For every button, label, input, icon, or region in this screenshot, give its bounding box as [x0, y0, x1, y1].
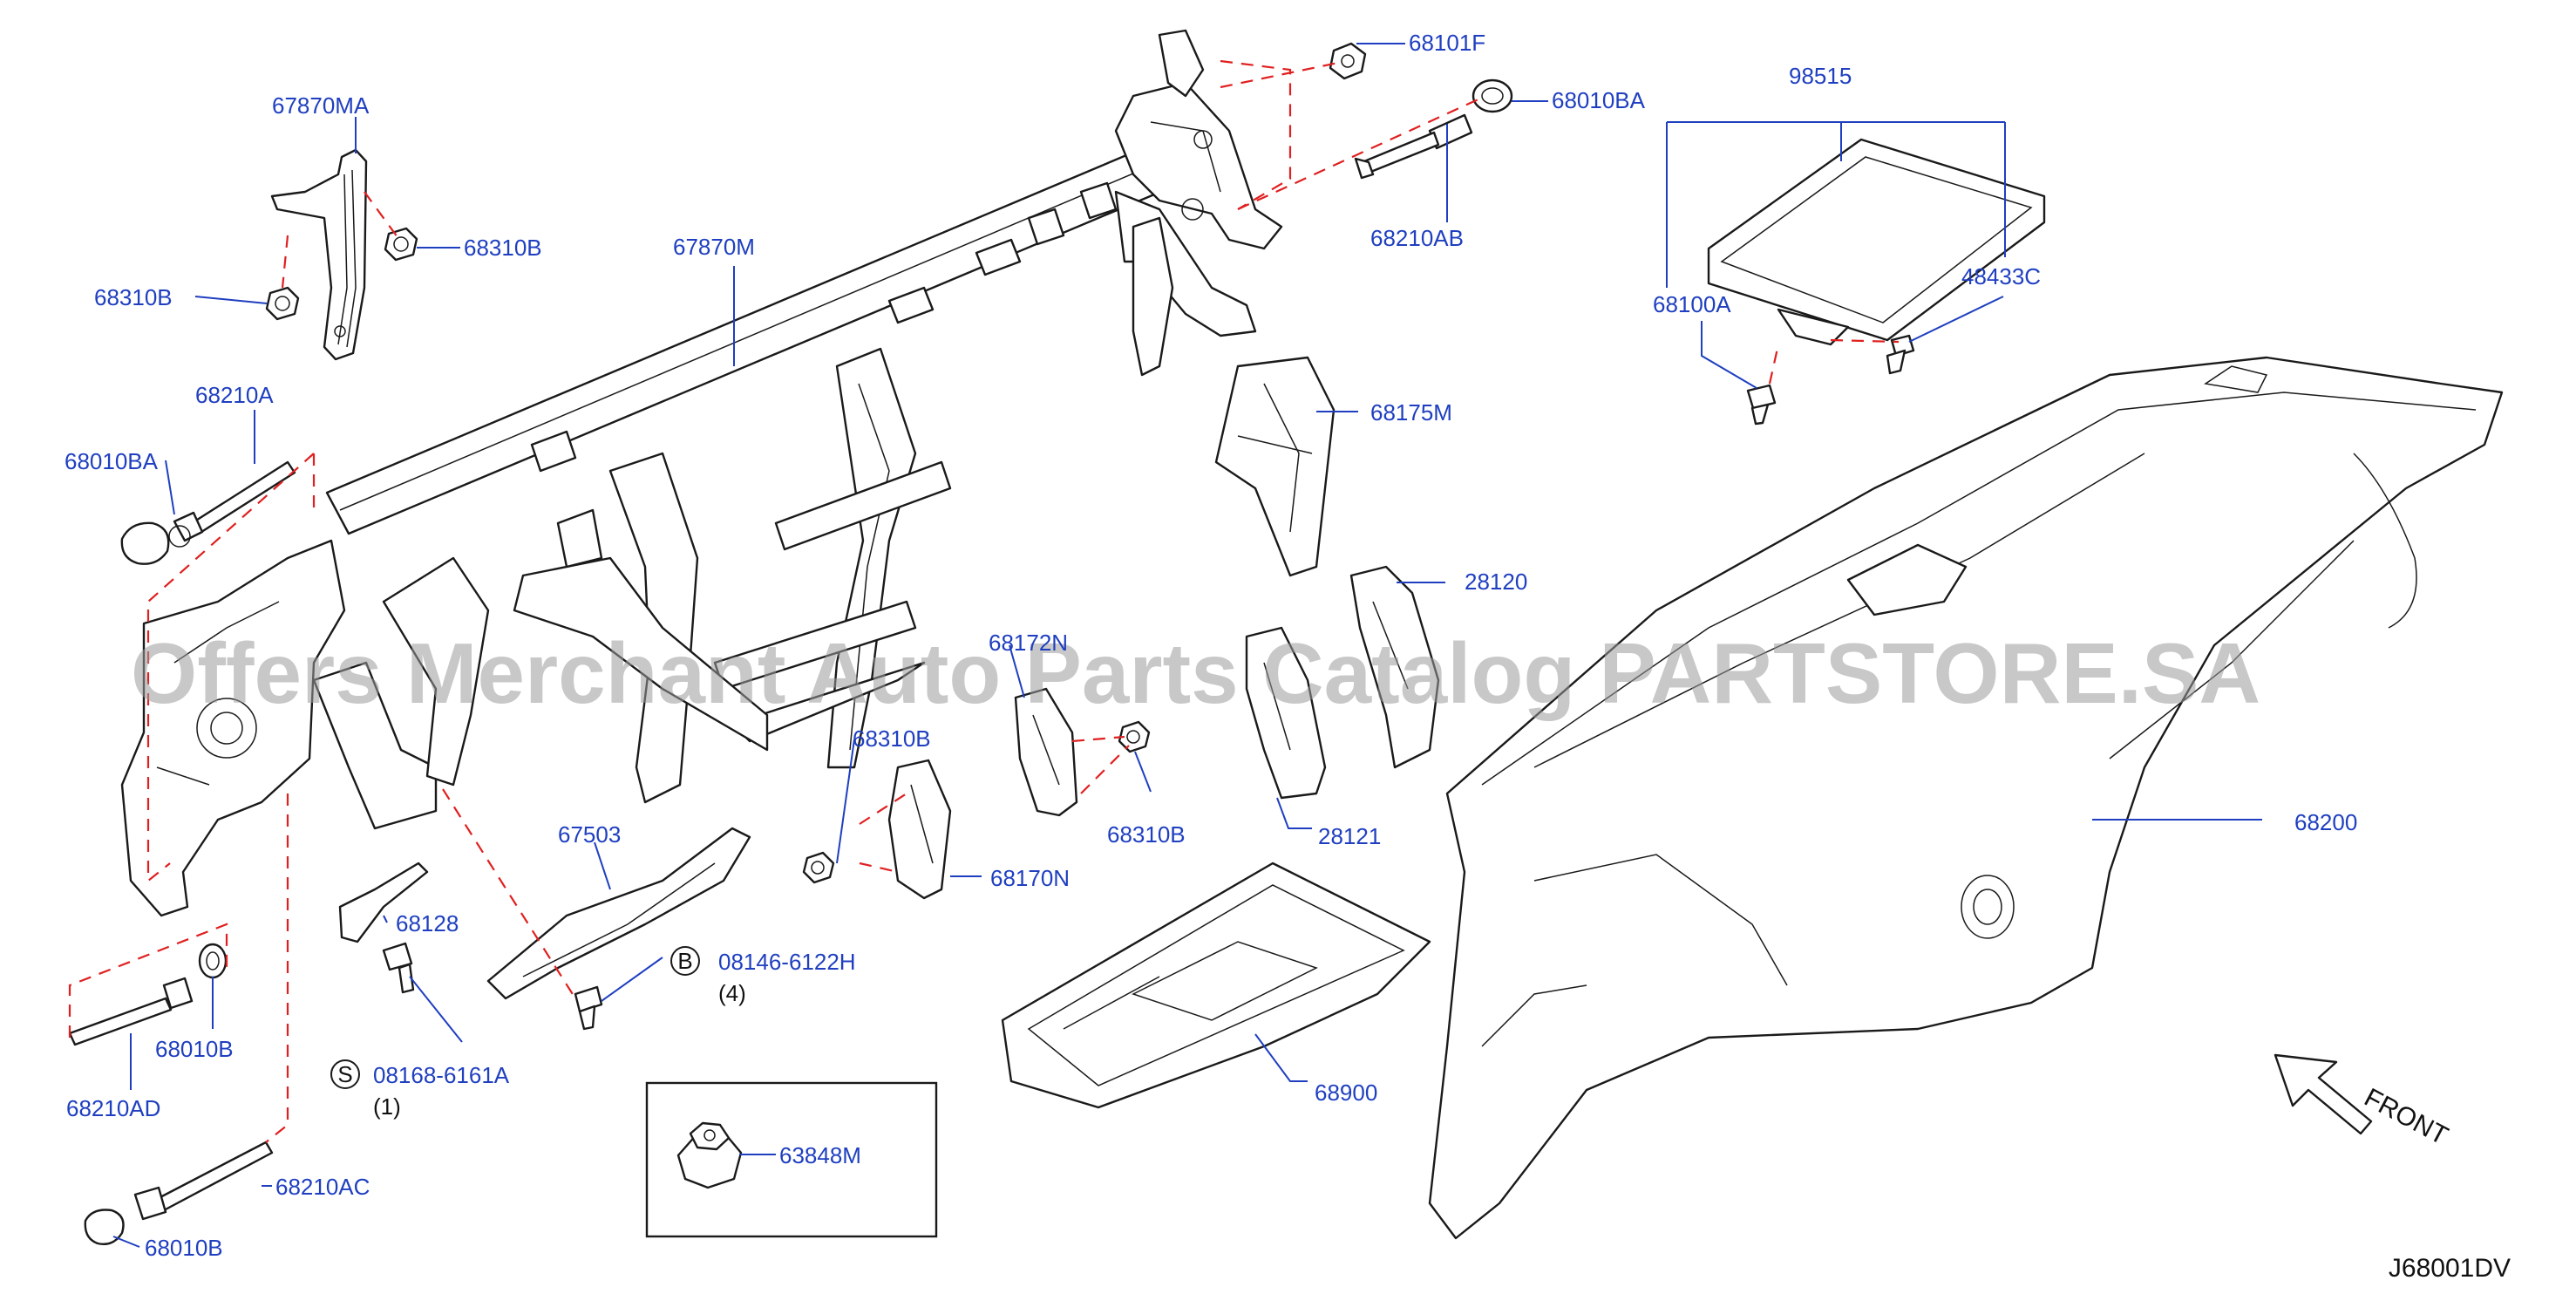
label-68310b-a: 68310B: [464, 235, 542, 261]
label-68310b-c: 68310B: [853, 725, 931, 752]
nut-68310b-a-drawing: [384, 227, 418, 262]
nut-68310b-b-drawing: [265, 286, 300, 321]
label-68210ab: 68210AB: [1370, 225, 1464, 251]
bolt-08168-drawing: [382, 942, 415, 994]
tray-68900-drawing: [1001, 862, 1431, 1109]
instrument-panel-68200-drawing: [1428, 356, 2504, 1240]
duct-67503-drawing: [486, 827, 751, 1000]
cap-68010ba-b-drawing: [120, 521, 170, 565]
bolt-68210ac-drawing: [133, 1141, 274, 1221]
screw-48433c-drawing: [1886, 334, 1915, 375]
front-arrow-icon: [2274, 1053, 2373, 1135]
label-68310b-d: 68310B: [1107, 821, 1186, 848]
bracket-68175m-drawing: [1214, 356, 1336, 577]
label-67870ma: 67870MA: [272, 92, 370, 119]
label-68100a: 68100A: [1653, 291, 1731, 317]
label-08168-6161a: 08168-6161A: [373, 1062, 510, 1088]
bracket-28120-drawing: [1349, 565, 1440, 769]
inset-box-63848m: [645, 1081, 938, 1238]
bracket-67870ma-drawing: [270, 148, 368, 361]
leader-lines: [112, 43, 2262, 1248]
label-68010b-b: 68010B: [145, 1235, 223, 1261]
bolt-68210a-drawing: [168, 460, 296, 548]
front-label: FRONT: [2360, 1083, 2453, 1151]
label-68128: 68128: [396, 910, 459, 936]
marker-b: B: [677, 948, 692, 974]
callout-b: B 08146-6122H (4): [670, 946, 856, 1006]
label-98515: 98515: [1789, 63, 1852, 89]
label-68210ad: 68210AD: [66, 1095, 160, 1121]
clip-68101f-drawing: [1329, 42, 1367, 80]
label-68170n: 68170N: [990, 865, 1070, 891]
steering-member-67870m-drawing: [120, 29, 1283, 917]
label-68010ba-b: 68010BA: [65, 448, 159, 474]
nut-68310b-c-drawing: [802, 851, 835, 884]
label-68200: 68200: [2294, 809, 2357, 835]
label-28120: 28120: [1465, 569, 1527, 595]
clip-68100a-drawing: [1746, 384, 1777, 426]
watermark-text: Offers Merchant Auto Parts Catalog PARTS…: [131, 625, 2260, 721]
bracket-68170n-drawing: [887, 759, 952, 900]
cap-68010b-b-drawing: [84, 1209, 125, 1245]
nut-68310b-d-drawing: [1118, 720, 1151, 753]
display-98515-drawing: [1707, 138, 2046, 346]
callout-s: S 08168-6161A (1): [330, 1059, 510, 1120]
label-68900: 68900: [1315, 1079, 1377, 1106]
label-68210ac: 68210AC: [275, 1174, 370, 1200]
label-67503: 67503: [558, 821, 621, 848]
label-48433c: 48433C: [1961, 263, 2041, 289]
dashed-guide-lines: [68, 59, 1900, 1143]
bracket-68172n-drawing: [1014, 687, 1078, 817]
bolt-68210ab-drawing: [1354, 113, 1473, 180]
drawing-code: J68001DV: [2389, 1254, 2511, 1283]
screw-08146-drawing: [574, 985, 603, 1031]
label-68010ba-a: 68010BA: [1552, 87, 1646, 113]
label-68172n: 68172N: [989, 630, 1068, 656]
marker-s: S: [337, 1061, 352, 1087]
cap-68010ba-a-drawing: [1472, 78, 1513, 113]
label-63848m: 63848M: [779, 1142, 861, 1168]
label-68310b-b: 68310B: [94, 284, 173, 310]
label-67870m: 67870M: [673, 234, 755, 260]
bracket-28121-drawing: [1245, 626, 1327, 800]
label-68175m: 68175M: [1370, 399, 1452, 426]
part-labels: 67870MA 68310B 68310B 67870M 68101F 6801…: [65, 30, 2357, 1261]
bolt-68210ad-drawing: [68, 977, 194, 1046]
label-68010b-a: 68010B: [155, 1036, 234, 1062]
label-08146-6122h: 08146-6122H: [718, 949, 856, 975]
bracket-68128-drawing: [338, 862, 429, 943]
qty-08168: (1): [373, 1093, 401, 1120]
label-28121: 28121: [1318, 823, 1381, 849]
washer-68010b-a-drawing: [198, 943, 228, 979]
label-68101f: 68101F: [1409, 30, 1485, 56]
qty-08146: (4): [718, 980, 746, 1006]
label-68210a: 68210A: [195, 382, 274, 408]
